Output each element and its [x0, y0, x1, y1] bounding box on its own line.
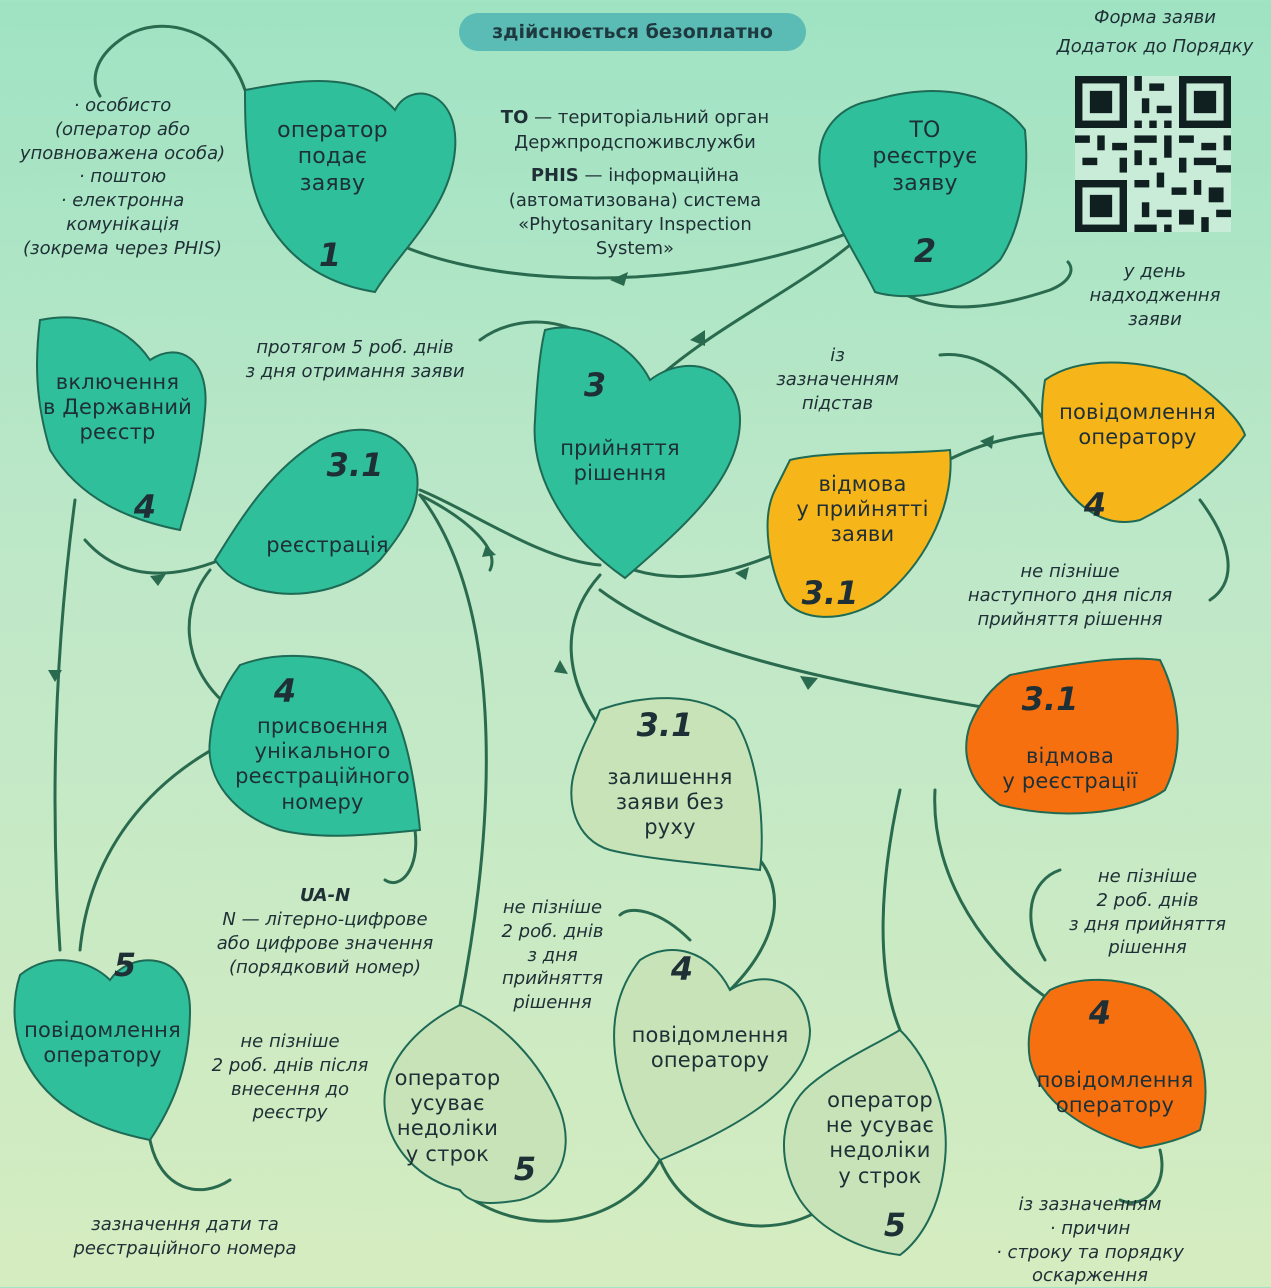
leaf-step-not-fixes [783, 1028, 947, 1257]
step-decision-num: 3 [583, 366, 607, 404]
link-appendix[interactable]: Додаток до Порядку [1056, 36, 1254, 57]
leaf-step-submit [243, 80, 457, 294]
step-leave-label: залишення заяви без руху [607, 765, 733, 840]
leaf-step-registration [213, 428, 419, 595]
leaf-step-notify-refused-reg [1027, 978, 1207, 1150]
step-register-label: ТО реєструє заяву [872, 118, 978, 196]
leaf-step-refuse-accept [766, 448, 952, 618]
step-not-fixes-label: оператор не усуває недоліки у строк [825, 1088, 935, 1188]
leaf-step-decision [533, 326, 742, 580]
step-refuse-registration-num: 3.1 [1021, 680, 1079, 718]
link-application-form[interactable]: Форма заяви [1093, 7, 1216, 28]
step-decision-label: прийняття рішення [560, 436, 680, 486]
abbr-phis-definition: — інформаційна (автоматизована) система … [508, 165, 762, 260]
abbr-phis: PHIS — інформаційна (автоматизована) сис… [470, 140, 800, 261]
step-submit-label: оператор подає заяву [277, 118, 388, 196]
step-refuse-registration-label: відмова у реєстрації [1002, 744, 1138, 794]
abbr-phis-term: PHIS [530, 165, 579, 187]
note-with-grounds: із зазначенням підстав [776, 345, 899, 414]
leaf-step-assign-number [208, 654, 422, 837]
step-fixes-in-time-label: оператор усуває недоліки у строк [394, 1066, 501, 1166]
qr-code-icon[interactable] [1075, 76, 1231, 232]
step-refuse-accept-label: відмова у прийнятті заяви [796, 472, 929, 547]
abbr-to-definition: — територіальний орган Держпродспоживслу… [514, 107, 770, 153]
step-leave-num: 3.1 [636, 706, 694, 744]
note-next-day: не пізніше наступного дня після прийнятт… [967, 561, 1173, 630]
leaf-step-refuse-registration [965, 657, 1179, 815]
leaf-step-notify-refusal-accept [1041, 361, 1247, 523]
leaf-step-notify-registered [13, 959, 192, 1142]
note-two-days-registry: не пізніше 2 роб. днів після внесення до… [211, 1031, 369, 1124]
step-notify-refused-reg-num: 4 [1088, 994, 1112, 1032]
step-assign-number-num: 4 [273, 672, 297, 710]
abbr-to-term: ТО [500, 107, 529, 129]
note-with-reasons: із зазначенням · причин · строку та поря… [996, 1194, 1184, 1287]
step-fixes-in-time-num: 5 [513, 1150, 537, 1188]
note-id-format-title: UA-N [299, 885, 351, 906]
step-not-fixes-num: 5 [883, 1206, 907, 1244]
leaf-step-include [36, 316, 207, 532]
step-notify-refusal-accept-label: повідомлення оператору [1059, 400, 1216, 450]
step-registration-label: реєстрація [266, 533, 389, 557]
step-include-num: 4 [133, 488, 157, 526]
note-date-and-number: зазначення дати та реєстраційного номера [73, 1214, 297, 1259]
leaf-step-notify-no-action [613, 949, 812, 1162]
leaf-step-fixes-in-time [383, 1003, 567, 1204]
step-include-label: включення в Державний реєстр [42, 370, 193, 445]
step-notify-refused-reg-label: повідомлення оператору [1036, 1068, 1194, 1118]
step-registration-num: 3.1 [326, 446, 384, 484]
abbr-to: ТО — територіальний орган Держпродспожив… [470, 82, 800, 155]
step-submit-num: 1 [318, 236, 342, 274]
note-receipt-day: у день надходження заяви [1089, 261, 1221, 330]
note-two-days-decision-b: не пізніше 2 роб. днів з дня прийняття р… [1068, 866, 1227, 959]
step-register-num: 2 [913, 232, 937, 270]
note-id-format-desc: N — літерно-цифрове або цифрове значення… [216, 909, 434, 978]
step-notify-registered-label: повідомлення оператору [24, 1018, 181, 1068]
step-refuse-accept-num: 3.1 [801, 574, 859, 612]
step-notify-refusal-accept-num: 4 [1083, 486, 1107, 524]
note-submission-methods: · особисто (оператор або уповноважена ос… [19, 95, 226, 259]
free-of-charge-banner: здійснюється безоплатно [459, 13, 806, 51]
step-notify-no-action-label: повідомлення оператору [631, 1023, 789, 1073]
step-assign-number-label: присвоєння унікального реєстраційного но… [235, 714, 410, 814]
note-within-5-days: протягом 5 роб. днів з дня отримання зая… [245, 337, 465, 382]
leaf-step-leave-without-action [570, 697, 763, 872]
step-notify-registered-num: 5 [113, 946, 137, 984]
step-notify-no-action-num: 4 [670, 950, 694, 988]
leaf-step-register [818, 90, 1028, 298]
note-two-days-decision-a: не пізніше 2 роб. днів з дня прийняття р… [501, 897, 604, 1013]
